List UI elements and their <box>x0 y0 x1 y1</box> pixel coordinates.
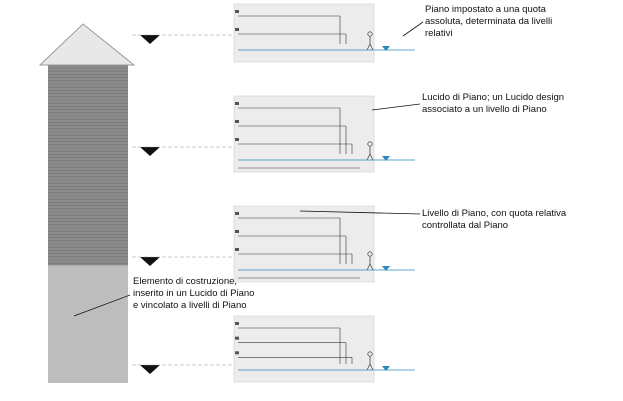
callout-line: Elemento di costruzione, <box>133 276 237 287</box>
level-marker-triangle <box>140 147 160 156</box>
leader-line <box>299 210 421 215</box>
layer-level-marker <box>235 248 239 251</box>
story-elevation-marker <box>382 366 390 371</box>
design-layer-panel <box>233 95 415 173</box>
design-layer-panel <box>233 315 415 383</box>
panel-background <box>233 205 375 283</box>
story-elevation-marker <box>382 156 390 161</box>
callout-line: Lucido di Piano; un Lucido design <box>422 92 564 103</box>
leader-line <box>73 294 131 317</box>
story-elevation-marker <box>382 46 390 51</box>
callout-line: Livello di Piano, con quota relativa <box>422 208 567 219</box>
layer-level-marker <box>235 102 239 105</box>
panel-background <box>233 315 375 383</box>
layer-level-marker <box>235 230 239 233</box>
layer-level-marker <box>235 351 239 355</box>
layer-level-marker <box>235 120 239 123</box>
level-marker-triangle <box>140 257 160 266</box>
callout-line: inserito in un Lucido di Piano <box>133 288 254 299</box>
layer-level-marker <box>235 322 239 325</box>
design-layer-panel <box>233 205 415 283</box>
foundation-wall <box>48 265 128 383</box>
level-marker-triangle <box>140 35 160 44</box>
person-figure-leg <box>366 263 371 271</box>
callout-line: e vincolato a livelli di Piano <box>133 300 247 311</box>
layer-level-marker <box>235 28 239 31</box>
layer-level-marker <box>235 10 239 13</box>
person-figure-leg <box>366 153 371 161</box>
leader-line <box>402 21 424 37</box>
callout-line: assoluta, determinata da livelli <box>425 16 552 27</box>
person-figure-leg <box>366 43 371 51</box>
person-figure-leg <box>369 263 374 271</box>
person-figure-leg <box>366 363 371 371</box>
layer-level-marker <box>235 212 239 215</box>
panel-background <box>233 95 375 173</box>
callout-line: Piano impostato a una quota <box>425 4 547 15</box>
story-elevation-marker <box>382 266 390 271</box>
panel-background <box>233 3 375 63</box>
callout-building-element: Elemento di costruzione,inserito in un L… <box>133 276 254 311</box>
layer-level-marker <box>235 336 239 340</box>
person-figure-leg <box>369 363 374 371</box>
level-marker-triangle <box>140 365 160 374</box>
siding-wall <box>48 65 128 265</box>
callout-line: relativi <box>425 28 452 39</box>
person-figure-leg <box>369 153 374 161</box>
callout-line: associato a un livello di Piano <box>422 104 547 115</box>
leader-line <box>371 103 421 111</box>
person-figure-leg <box>369 43 374 51</box>
roof-gable <box>38 23 136 66</box>
layer-level-marker <box>235 138 239 141</box>
callout-line: controllata dal Piano <box>422 220 508 231</box>
design-layer-panel <box>233 3 415 63</box>
